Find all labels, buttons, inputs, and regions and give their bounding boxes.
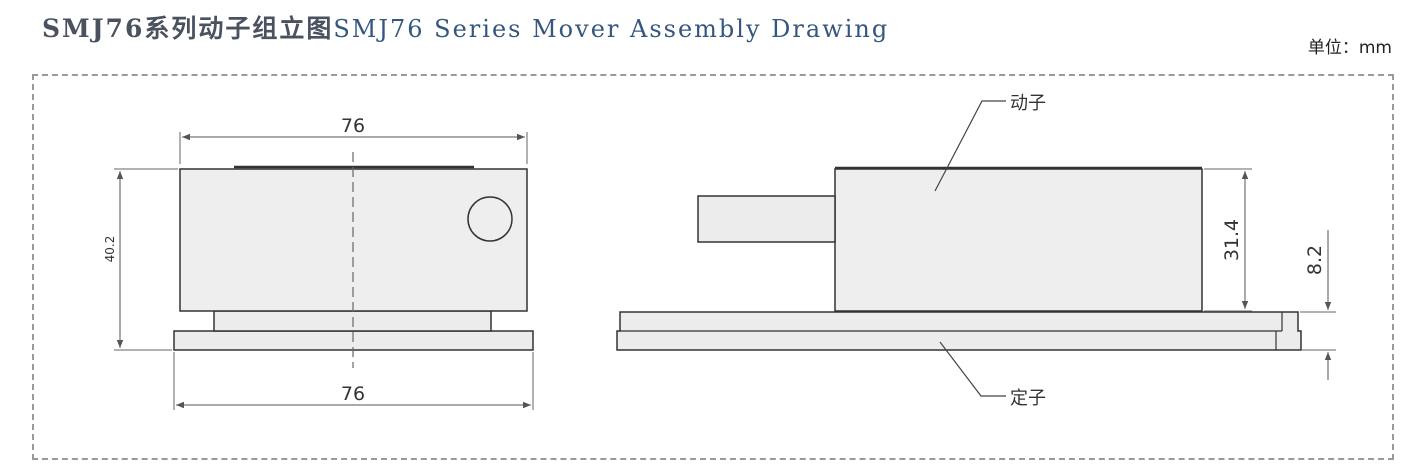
side-cable-connector: [697, 195, 836, 243]
front-top-width-label: 76: [341, 115, 365, 137]
drawing-title: SMJ76系列动子组立图SMJ76 Series Mover Assembly …: [42, 12, 889, 46]
side-mover-height-label: 31.4: [1221, 219, 1243, 261]
side-view: 动子 定子 31.4 8.2: [616, 93, 1336, 409]
title-english: SMJ76 Series Mover Assembly Drawing: [333, 15, 890, 43]
front-mounting-hole: [467, 196, 513, 242]
stator-label: 定子: [1010, 388, 1046, 409]
unit-label: 单位：mm: [1307, 38, 1392, 58]
title-chinese: SMJ76系列动子组立图: [42, 14, 334, 43]
side-mover-body: [834, 168, 1203, 312]
mover-leader-line: [934, 100, 1006, 192]
mover-label: 动子: [1010, 93, 1046, 114]
front-bottom-width-label: 76: [341, 383, 365, 405]
drawing-frame: [32, 74, 1394, 460]
front-height-label: 40.2: [103, 236, 117, 263]
side-stator-height-label: 8.2: [1304, 245, 1326, 275]
front-view: 76 76 40.2: [103, 115, 534, 410]
stator-leader-line: [939, 341, 1006, 397]
